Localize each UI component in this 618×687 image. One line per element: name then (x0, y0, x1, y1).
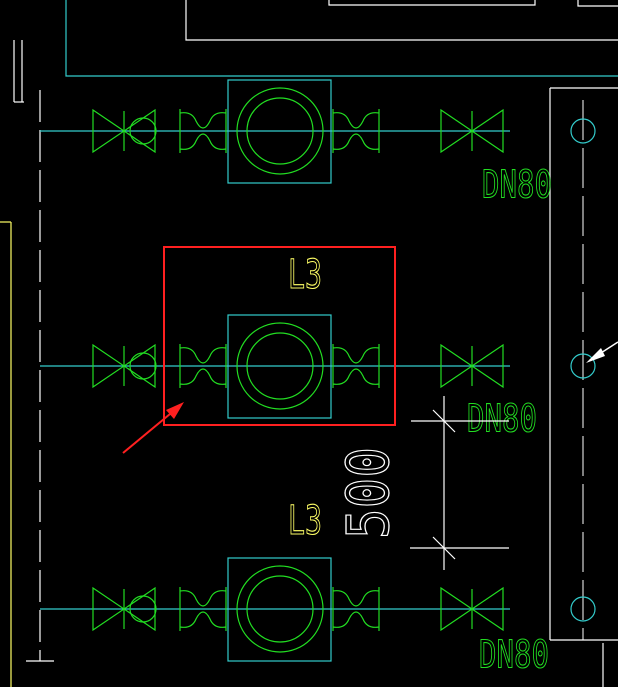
flexible-joint-icon (332, 109, 380, 153)
top-structure (65, 0, 618, 77)
right-structure (549, 87, 618, 687)
gate-valve-body (92, 343, 156, 389)
top-inner-frame-left (185, 0, 618, 41)
pump-outer-circle (236, 87, 324, 175)
highlight-arrow-icon (122, 402, 184, 454)
flexible-joint-icon (332, 587, 380, 631)
pipe-size-label: DN80 (479, 633, 549, 677)
pipe-size-label: DN80 (467, 397, 537, 441)
gate-valve-body (92, 586, 156, 632)
flexible-joint-body (332, 344, 380, 388)
gate-valve-body (440, 343, 504, 389)
flexible-joint-body (179, 109, 227, 153)
arrow-icon (586, 341, 618, 363)
unit-tag: L3 (288, 498, 322, 544)
highlight-box[interactable] (163, 246, 396, 426)
dimension-line (410, 396, 509, 570)
flexible-joint-icon (179, 344, 227, 388)
pump-housing (227, 79, 332, 184)
flexible-joint-icon (179, 587, 227, 631)
gate-valve-icon (440, 586, 504, 632)
flexible-joint-body (332, 109, 380, 153)
flexible-joint-icon (332, 344, 380, 388)
top-inner-frame-mid (328, 0, 536, 6)
pump-housing (227, 557, 332, 662)
check-valve-icon (129, 352, 157, 380)
check-valve-icon (129, 117, 157, 145)
pump-unit-1: DN80 (40, 79, 553, 207)
pump-icon (246, 332, 314, 400)
pump-outer-circle (236, 322, 324, 410)
gate-valve-icon (440, 108, 504, 154)
gate-valve-icon (92, 586, 156, 632)
pump-housing (227, 314, 332, 419)
gate-valve-icon (92, 343, 156, 389)
gate-valve-icon (92, 108, 156, 154)
left-wall (0, 40, 54, 687)
gate-valve-body (440, 586, 504, 632)
gate-valve-body (92, 108, 156, 154)
right-fixture-mid (570, 353, 596, 379)
right-fixture-bottom (570, 596, 596, 622)
flexible-joint-body (179, 587, 227, 631)
flexible-joint-body (332, 587, 380, 631)
pipe-size-label: DN80 (482, 163, 552, 207)
right-fixture-top (570, 118, 596, 144)
gate-valve-icon (440, 343, 504, 389)
top-outer-frame (65, 0, 618, 77)
flexible-joint-icon (179, 109, 227, 153)
pump-icon (246, 97, 314, 165)
dimension-value: 500 (334, 447, 402, 539)
top-inner-frame-right (577, 0, 618, 7)
flexible-joint-body (179, 344, 227, 388)
unit-tag: L3 (288, 252, 322, 298)
pump-icon (246, 575, 314, 643)
gate-valve-body (440, 108, 504, 154)
check-valve-icon (129, 595, 157, 623)
pump-outer-circle (236, 565, 324, 653)
